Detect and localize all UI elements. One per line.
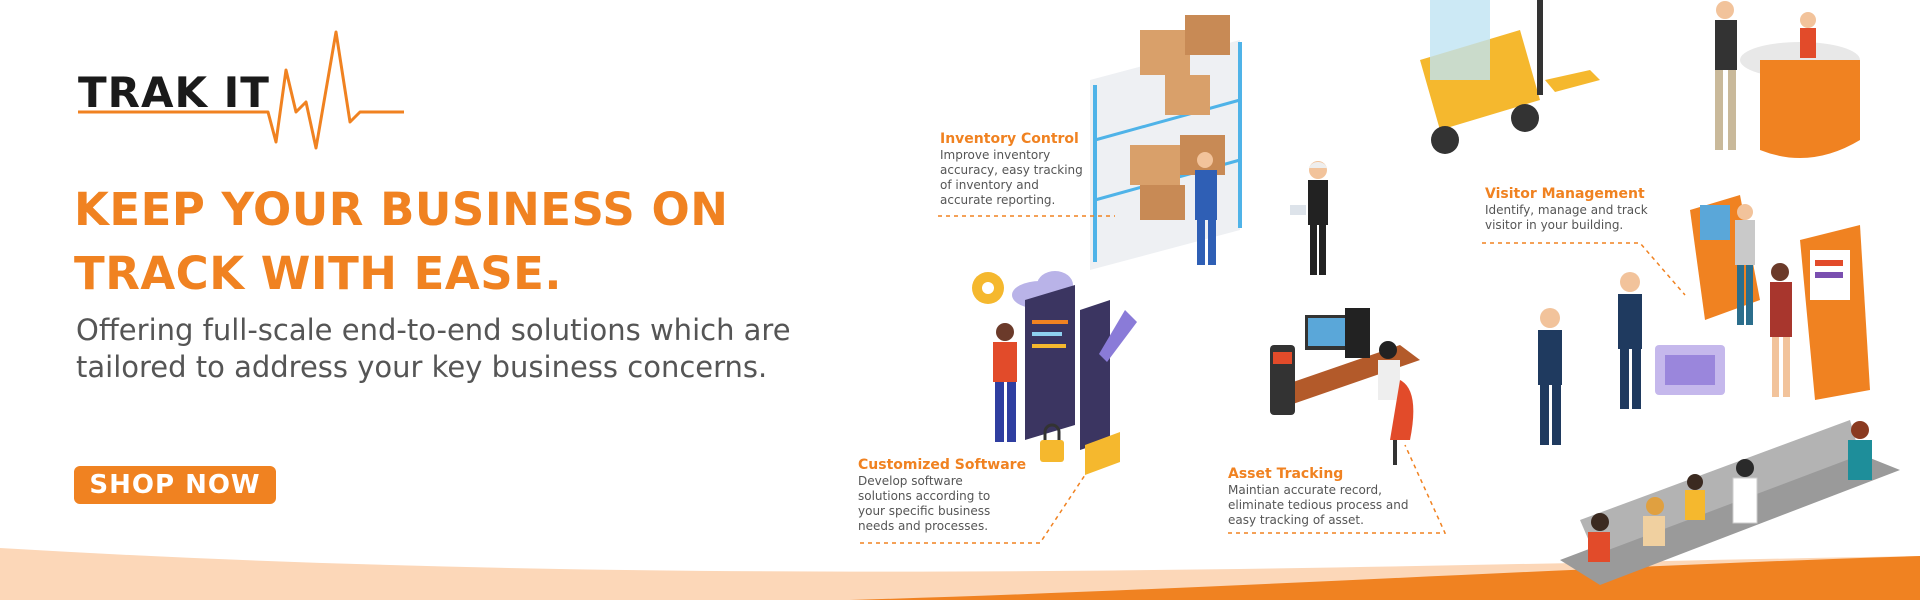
feature-description: Identify, manage and track visitor in yo… bbox=[1485, 203, 1648, 233]
folder-icon bbox=[1085, 432, 1120, 475]
logo-text: TRAK IT bbox=[78, 68, 270, 117]
feature-desc-line: Identify, manage and track bbox=[1485, 203, 1648, 217]
feature-desc-line: Improve inventory bbox=[940, 148, 1051, 162]
feature-title: Asset Tracking bbox=[1228, 466, 1344, 482]
feature-description: Improve inventory accuracy, easy trackin… bbox=[940, 148, 1083, 208]
wrench-icon bbox=[1099, 310, 1137, 362]
subtext-line-1: Offering full-scale end-to-end solutions… bbox=[76, 313, 791, 347]
manager-figure bbox=[1290, 161, 1328, 275]
feature-desc-line: Maintian accurate record, bbox=[1228, 483, 1382, 497]
hero-headline: KEEP YOUR BUSINESS ON TRACK WITH EASE. bbox=[74, 178, 774, 306]
shop-now-button[interactable]: SHOP NOW bbox=[74, 466, 276, 504]
headline-line-1: KEEP YOUR BUSINESS ON bbox=[74, 183, 729, 236]
feature-desc-line: accurate reporting. bbox=[940, 193, 1056, 207]
isometric-illustration bbox=[860, 0, 1900, 585]
feature-desc-line: of inventory and bbox=[940, 178, 1039, 192]
feature-desc-line: solutions according to bbox=[858, 489, 991, 503]
feature-description: Maintian accurate record, eliminate tedi… bbox=[1228, 483, 1409, 528]
feature-inventory-control: Inventory Control Improve inventory accu… bbox=[940, 131, 1083, 208]
feature-visitor-management: Visitor Management Identify, manage and … bbox=[1485, 186, 1648, 233]
reception-desk-illustration bbox=[1715, 1, 1860, 158]
asset-tracking-illustration bbox=[1270, 308, 1420, 465]
feature-desc-line: visitor in your building. bbox=[1485, 218, 1624, 232]
padlock-icon bbox=[1040, 423, 1064, 462]
gear-icon bbox=[972, 272, 1004, 304]
feature-description: Develop software solutions according to … bbox=[858, 474, 1026, 534]
feature-desc-line: Develop software bbox=[858, 474, 963, 488]
subtext-line-2: tailored to address your key business co… bbox=[76, 350, 768, 384]
feature-desc-line: eliminate tedious process and bbox=[1228, 498, 1409, 512]
feature-title: Inventory Control bbox=[940, 131, 1079, 147]
warehouse-shelf-illustration bbox=[1090, 15, 1242, 270]
headline-line-2: TRACK WITH EASE. bbox=[74, 247, 562, 300]
waiting-area-illustration bbox=[1560, 420, 1900, 585]
forklift-illustration bbox=[1420, 0, 1600, 154]
hero-subtext: Offering full-scale end-to-end solutions… bbox=[76, 312, 796, 386]
heartbeat-line-icon bbox=[78, 30, 404, 150]
trakit-logo[interactable]: TRAK IT bbox=[78, 30, 418, 160]
handshake-illustration bbox=[1538, 272, 1725, 445]
kiosk-illustration bbox=[1690, 195, 1870, 400]
feature-desc-line: your specific business bbox=[858, 504, 991, 518]
software-illustration bbox=[972, 271, 1137, 475]
feature-title: Visitor Management bbox=[1485, 186, 1645, 202]
feature-desc-line: needs and processes. bbox=[858, 519, 989, 533]
feature-asset-tracking: Asset Tracking Maintian accurate record,… bbox=[1228, 466, 1409, 528]
feature-desc-line: easy tracking of asset. bbox=[1228, 513, 1364, 527]
feature-title: Customized Software bbox=[858, 457, 1027, 473]
feature-customized-software: Customized Software Develop software sol… bbox=[858, 457, 1026, 534]
feature-desc-line: accuracy, easy tracking bbox=[940, 163, 1083, 177]
callout-connectors bbox=[860, 215, 1686, 544]
